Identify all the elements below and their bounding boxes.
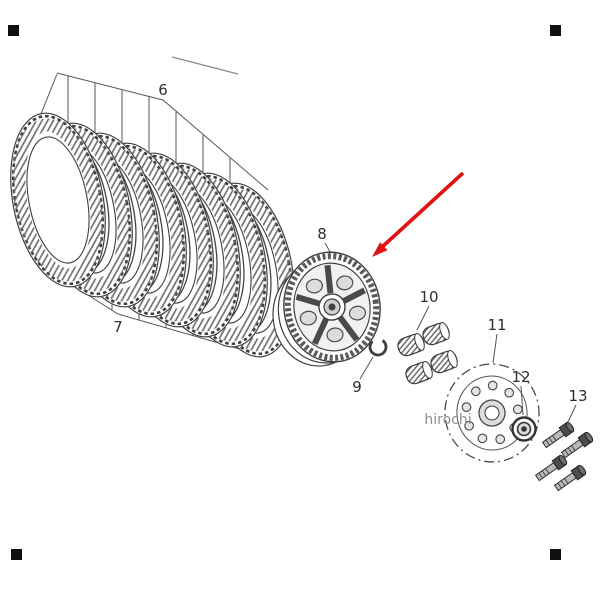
pointer-arrow [372,171,465,257]
circlip [368,337,388,357]
corner-mark-bottom-left [11,549,22,560]
callout-line-12 [520,385,524,416]
corner-registration-marks [8,25,561,560]
pressure-plate-holes [299,275,367,343]
mounting-bolts [533,420,595,493]
part-label-12: 12 [511,368,530,386]
friction-plate [10,112,106,288]
part-label-6: 6 [158,81,168,99]
stray-line [171,56,239,75]
corner-mark-top-left [8,25,19,36]
clutch-springs [395,320,460,387]
corner-mark-top-right [550,25,561,36]
part-labels: 6 7 8 9 10 11 12 13 [113,81,587,405]
callout-line-9 [359,356,374,380]
pressure-plate-spokes [295,264,366,346]
part-label-13: 13 [568,387,587,405]
clutch-plate-stack [10,112,295,358]
callout-line-11 [492,333,498,364]
clutch-pressure-plate [272,251,381,367]
part-label-10: 10 [419,288,438,306]
corner-mark-bottom-right [550,549,561,560]
part-label-7: 7 [113,318,123,336]
callout-line-10 [416,305,430,331]
part-label-9: 9 [352,378,362,396]
callout-bracket-6 [40,72,269,191]
bearing [511,416,537,442]
part-label-8: 8 [317,225,327,243]
part-label-11: 11 [487,316,506,334]
watermark-text: hirochi [424,412,471,428]
